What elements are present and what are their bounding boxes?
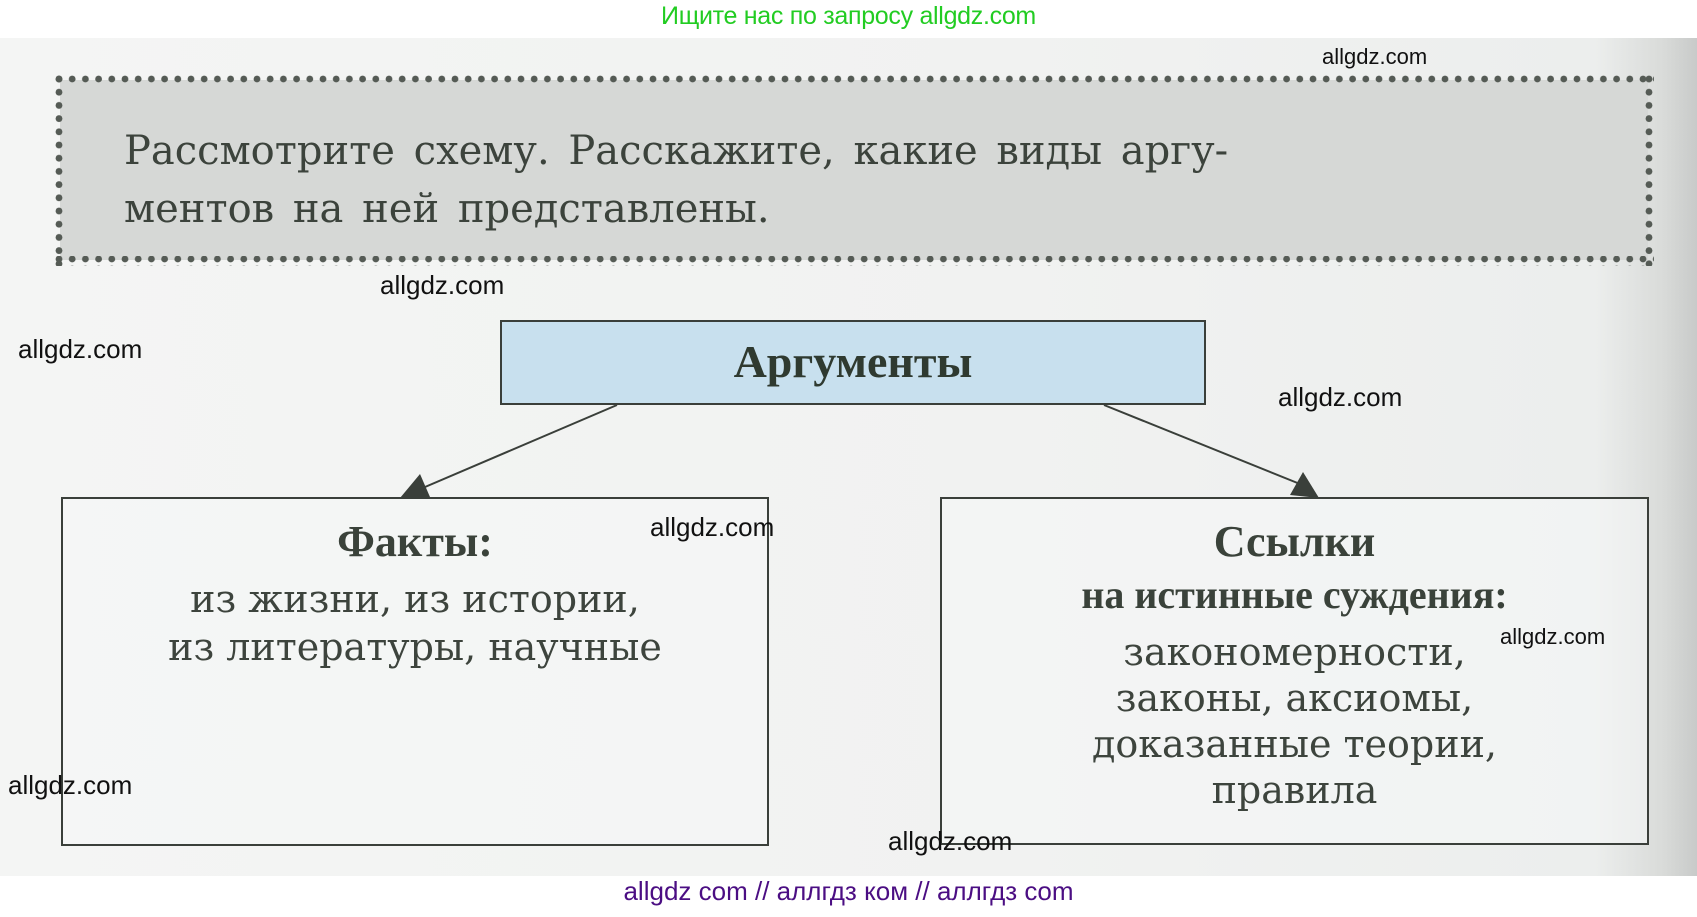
node-facts-title: Факты:: [337, 517, 493, 566]
node-facts-line: из жизни, из истории,: [190, 577, 640, 621]
task-line-2: ментов на ней представлены.: [124, 186, 770, 232]
node-references-title: Ссылки: [1213, 517, 1376, 566]
node-references-body: закономерности, законы, аксиомы, доказан…: [942, 629, 1647, 813]
node-references-line: правила: [1211, 768, 1378, 812]
node-references: Ссылки на истинные суждения: закономерно…: [940, 497, 1649, 845]
root-node-arguments: Аргументы: [500, 320, 1206, 405]
node-references-line: законы, аксиомы,: [1115, 676, 1474, 720]
watermark: allgdz.com: [650, 512, 775, 542]
top-banner: Ищите нас по запросу allgdz.com: [661, 2, 1036, 30]
task-instruction-box: Рассмотрите схему. Расскажите, какие вид…: [54, 74, 1654, 266]
node-references-subtitle: на истинные суждения:: [1081, 572, 1508, 617]
task-text: Рассмотрите схему. Расскажите, какие вид…: [124, 122, 1604, 238]
watermark: allgdz.com: [888, 826, 1013, 856]
node-references-line: доказанные теории,: [1092, 722, 1497, 766]
node-facts: Факты: из жизни, из истории, из литерату…: [61, 497, 769, 846]
watermark: allgdz.com: [1322, 44, 1428, 69]
node-references-line: закономерности,: [1123, 630, 1466, 674]
task-line-1: Рассмотрите схему. Расскажите, какие вид…: [124, 128, 1229, 174]
bottom-banner: allgdz com // аллгдз ком // аллгдз com: [623, 876, 1074, 906]
watermark: allgdz.com: [1500, 624, 1606, 649]
watermark: allgdz.com: [380, 270, 505, 300]
root-node-title: Аргументы: [733, 336, 973, 387]
watermark: allgdz.com: [8, 770, 133, 800]
watermark: allgdz.com: [1278, 382, 1403, 412]
arrow-head-left-icon: [400, 474, 430, 498]
node-facts-body: из жизни, из истории, из литературы, нау…: [63, 575, 767, 671]
watermark: allgdz.com: [18, 334, 143, 364]
arrow-head-right-icon: [1290, 472, 1319, 498]
node-facts-line: из литературы, научные: [168, 625, 662, 669]
dotted-border: [54, 74, 1654, 266]
